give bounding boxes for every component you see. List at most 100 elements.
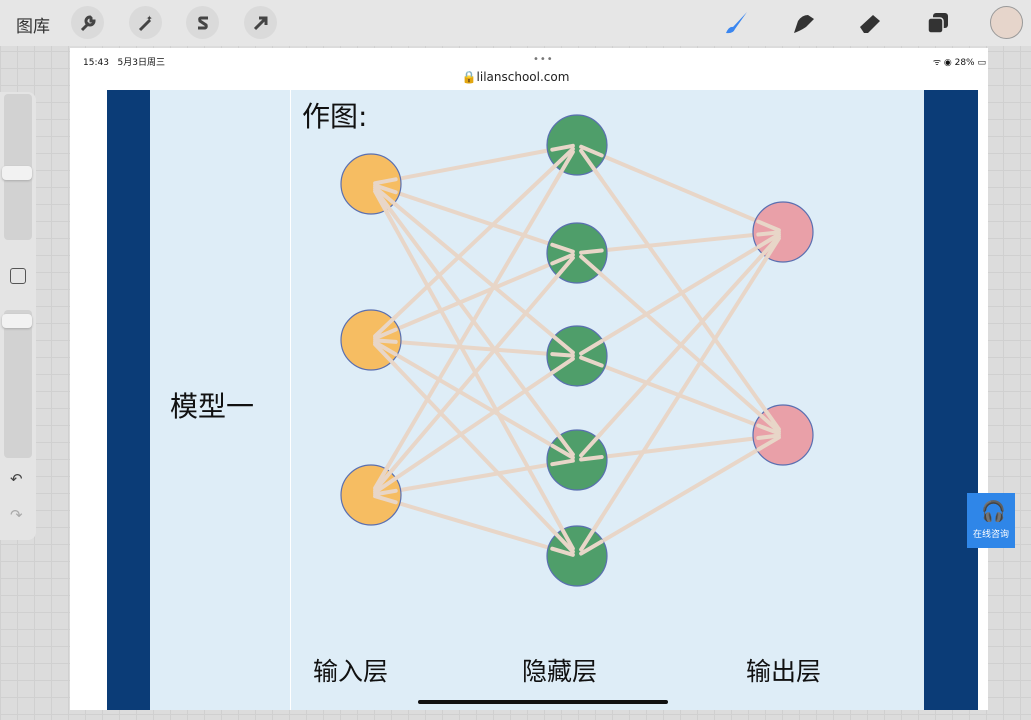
brush-icon[interactable] (720, 8, 750, 38)
connection-line (579, 144, 604, 158)
connection-line (575, 433, 785, 462)
connection-line (369, 182, 579, 558)
connection-line (550, 352, 575, 358)
connection-line (579, 148, 604, 182)
connection-line (373, 314, 398, 339)
connection-line (373, 340, 398, 357)
connection-line (369, 338, 579, 358)
connection-line (550, 333, 575, 355)
connection-line (579, 254, 604, 277)
connection-line (756, 435, 781, 452)
connection-line (756, 398, 781, 432)
connection-line (550, 424, 575, 457)
model-label: 模型一 (170, 390, 255, 423)
connection-line (550, 546, 575, 557)
connection-line (579, 339, 604, 356)
connection-line (373, 189, 398, 231)
connection-line (579, 539, 604, 556)
connection-line (756, 236, 781, 273)
brush-size-handle[interactable] (2, 166, 32, 180)
divider (290, 90, 291, 710)
eraser-icon[interactable] (855, 8, 885, 38)
connection-line (550, 252, 575, 266)
svg-text:✦: ✦ (146, 14, 153, 23)
wrench-icon[interactable] (71, 6, 104, 39)
slide-panel (150, 90, 924, 710)
connection-line (550, 458, 575, 467)
connection-line (550, 509, 575, 551)
heading: 作图: (302, 100, 368, 133)
connection-line (550, 150, 575, 189)
connection-line (575, 433, 785, 558)
connection-line (373, 463, 398, 493)
connection-line (579, 248, 604, 255)
connection-line (575, 230, 785, 255)
connection-line (550, 146, 575, 171)
connection-line (373, 342, 398, 368)
connection-line (373, 185, 398, 207)
smudge-icon[interactable] (787, 8, 817, 38)
connection-line (756, 433, 781, 440)
status-right: ᯤ ◉ 28% ▭ (932, 58, 986, 68)
connection-line (579, 455, 604, 462)
home-indicator (418, 700, 668, 704)
connection-line (575, 230, 785, 358)
magic-wand-icon[interactable]: ✦ (129, 6, 162, 39)
connection-line (756, 219, 781, 233)
output-layer-label: 输出层 (746, 657, 822, 686)
opacity-slider[interactable] (4, 310, 32, 458)
connection-line (550, 242, 575, 254)
connection-line (550, 143, 575, 152)
transform-arrow-icon[interactable] (244, 6, 277, 39)
connection-line (579, 515, 604, 552)
connection-line (373, 183, 398, 195)
more-dots-icon: ••• (533, 54, 554, 65)
connection-line (369, 458, 579, 497)
connection-line (369, 338, 579, 558)
connection-line (369, 251, 579, 497)
redo-icon[interactable]: ↷ (10, 506, 23, 524)
connection-line (756, 232, 781, 249)
connection-line (369, 251, 579, 342)
top-toolbar: 图库 ✦ (0, 0, 1031, 46)
hidden-layer-label: 隐藏层 (522, 657, 598, 686)
connection-line (575, 143, 785, 234)
connection-line (373, 476, 398, 495)
connection-line (373, 451, 398, 490)
connection-line (756, 411, 781, 434)
connection-line (550, 356, 575, 375)
connection-line (369, 143, 579, 186)
headset-icon: 🎧 (981, 499, 1006, 523)
connection-line (369, 493, 579, 558)
online-consult-button[interactable]: 🎧在线咨询 (967, 493, 1015, 548)
connection-line (369, 338, 579, 462)
connection-line (550, 528, 575, 554)
modify-button[interactable] (10, 268, 26, 284)
connection-line (373, 177, 398, 186)
connection-line (373, 488, 398, 497)
url-bar: 🔒lilanschool.com (461, 70, 570, 84)
selection-icon[interactable] (186, 6, 219, 39)
connection-line (369, 354, 579, 497)
connection-line (550, 255, 575, 285)
input-layer-label: 输入层 (313, 657, 389, 686)
connection-line (373, 494, 398, 505)
gallery-button[interactable]: 图库 (16, 17, 50, 37)
input-node (340, 153, 402, 215)
connection-line (575, 143, 785, 437)
color-swatch[interactable] (990, 6, 1023, 39)
connection-line (369, 143, 579, 497)
connection-line (369, 182, 579, 255)
connection-line (756, 423, 781, 436)
connection-line (550, 443, 575, 460)
undo-icon[interactable]: ↶ (10, 470, 23, 488)
layers-icon[interactable] (923, 8, 953, 38)
left-sidebar: ↶ ↷ (0, 92, 36, 540)
opacity-handle[interactable] (2, 314, 32, 328)
connection-line (369, 182, 579, 358)
status-time: 15:43 5月3日周三 (83, 58, 165, 68)
connection-line (369, 143, 579, 342)
input-node (340, 464, 402, 526)
connection-line (579, 430, 604, 458)
